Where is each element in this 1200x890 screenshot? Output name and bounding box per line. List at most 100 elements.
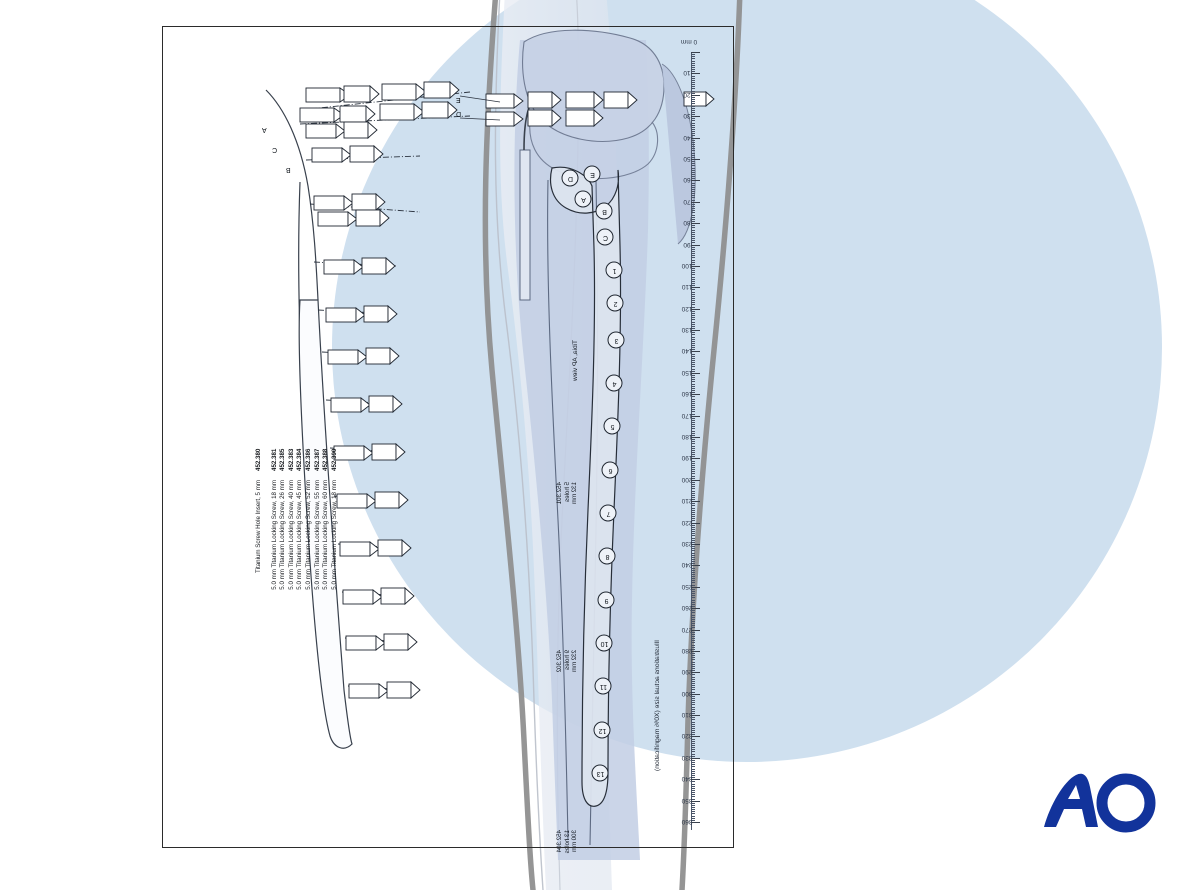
ruler-tick-minor: [691, 426, 695, 428]
ruler-tick-minor: [691, 475, 695, 477]
ruler-tick-minor: [691, 638, 695, 640]
ruler-tick-minor: [691, 381, 695, 383]
ruler-tick-minor: [691, 464, 695, 466]
ruler-tick-major: [691, 394, 700, 396]
ruler-tick-minor: [691, 561, 695, 563]
ruler-tick-minor: [691, 432, 695, 434]
ruler-tick-minor: [691, 507, 695, 509]
ruler-tick-minor: [691, 385, 695, 387]
ruler-tick-minor: [691, 792, 695, 794]
ruler-tick-minor: [691, 539, 695, 541]
ruler-tick-minor: [691, 620, 695, 622]
ruler-tick-minor: [691, 625, 695, 627]
ruler-tick-minor: [691, 774, 695, 776]
ruler-tick-minor: [691, 126, 695, 128]
ruler-tick-minor: [691, 310, 695, 312]
ruler-tick-minor: [691, 670, 695, 672]
ruler-tick-minor: [691, 229, 695, 231]
ruler-tick-minor: [691, 456, 695, 458]
ruler-tick-minor: [691, 702, 695, 704]
ruler-tick-minor: [691, 150, 695, 152]
ruler-tick-minor: [691, 280, 695, 282]
ruler-tick-minor: [691, 633, 695, 635]
ruler-tick-minor: [691, 261, 695, 263]
ruler-tick-minor: [691, 514, 695, 515]
ruler-tick-minor: [691, 571, 695, 573]
ruler-tick-minor: [691, 623, 695, 625]
ruler-tick-minor: [691, 235, 695, 237]
ruler-tick-minor: [691, 573, 695, 575]
ruler-tick-minor: [691, 396, 695, 398]
ruler-tick-minor: [691, 250, 695, 252]
ruler-tick-major: [691, 458, 700, 460]
ruler-tick-minor: [691, 614, 695, 616]
ruler-tick-minor: [691, 141, 695, 143]
ruler-tick-minor: [691, 537, 695, 539]
ruler-tick-minor: [691, 212, 695, 214]
ruler-tick-minor: [691, 481, 695, 483]
ruler-tick-major: [691, 565, 700, 567]
ruler-tick-minor: [691, 610, 695, 612]
ruler-tick-minor: [691, 139, 695, 141]
ruler-tick-minor: [691, 511, 695, 513]
ruler-tick-minor: [691, 648, 695, 650]
ruler-tick-minor: [691, 674, 695, 676]
ruler-tick-minor: [691, 357, 695, 359]
ruler-tick-minor: [691, 75, 695, 77]
ruler-tick-minor: [691, 516, 695, 518]
ruler-tick-minor: [691, 580, 695, 582]
ruler-tick-minor: [691, 719, 695, 721]
ruler-tick-minor: [691, 499, 695, 500]
ruler-tick-minor: [691, 813, 695, 815]
ruler-tick-minor: [691, 54, 695, 56]
ruler-tick-minor: [691, 441, 695, 443]
ruler-tick-minor: [691, 413, 695, 415]
ruler-tick-minor: [691, 404, 695, 406]
ruler-tick-minor: [691, 398, 695, 400]
ruler-tick-minor: [691, 319, 695, 321]
ruler-tick-minor: [691, 732, 695, 734]
ruler-tick-minor: [691, 99, 695, 101]
ruler-tick-minor: [691, 462, 695, 464]
ruler-tick-minor: [691, 546, 695, 548]
ruler-tick-minor: [691, 717, 695, 719]
ruler-tick-major: [691, 223, 700, 225]
ruler-tick-minor: [691, 77, 695, 79]
ruler-tick-minor: [691, 411, 695, 413]
ruler-tick-major: [691, 543, 700, 545]
ruler-tick-minor: [691, 518, 695, 520]
ruler-tick-minor: [691, 242, 695, 244]
decorative-blue-circle: [332, 0, 1162, 762]
ruler-tick-major: [691, 244, 700, 246]
ruler-tick-minor: [691, 804, 695, 806]
ruler-tick-major: [691, 479, 700, 481]
ruler-tick-minor: [691, 503, 695, 505]
ruler-tick-minor: [691, 428, 695, 430]
ruler-tick-minor: [691, 257, 695, 259]
ruler-tick-minor: [691, 197, 695, 199]
ruler-tick-minor: [691, 191, 695, 192]
ruler-tick-minor: [691, 700, 695, 702]
ruler-tick-minor: [691, 471, 695, 473]
ruler-tick-minor: [691, 445, 695, 447]
ruler-tick-major: [691, 180, 700, 182]
ruler-tick-major: [691, 94, 700, 96]
ruler-tick-minor: [691, 276, 695, 278]
ruler-tick-minor: [691, 169, 695, 171]
ruler-tick-minor: [691, 199, 695, 201]
ruler-tick-minor: [691, 554, 695, 556]
ruler-tick-minor: [691, 802, 695, 804]
ruler-tick-minor: [691, 768, 695, 770]
ruler-tick-minor: [691, 289, 695, 291]
ruler-tick-minor: [691, 798, 695, 800]
ruler-tick-major: [691, 372, 700, 374]
ruler-tick-minor: [691, 687, 695, 689]
ruler-tick-minor: [691, 704, 695, 706]
ruler-tick-major: [691, 265, 700, 267]
ruler-tick-minor: [691, 304, 695, 306]
ruler-tick-minor: [691, 355, 695, 357]
ruler-tick-minor: [691, 387, 695, 389]
ruler-tick-minor: [691, 526, 695, 528]
